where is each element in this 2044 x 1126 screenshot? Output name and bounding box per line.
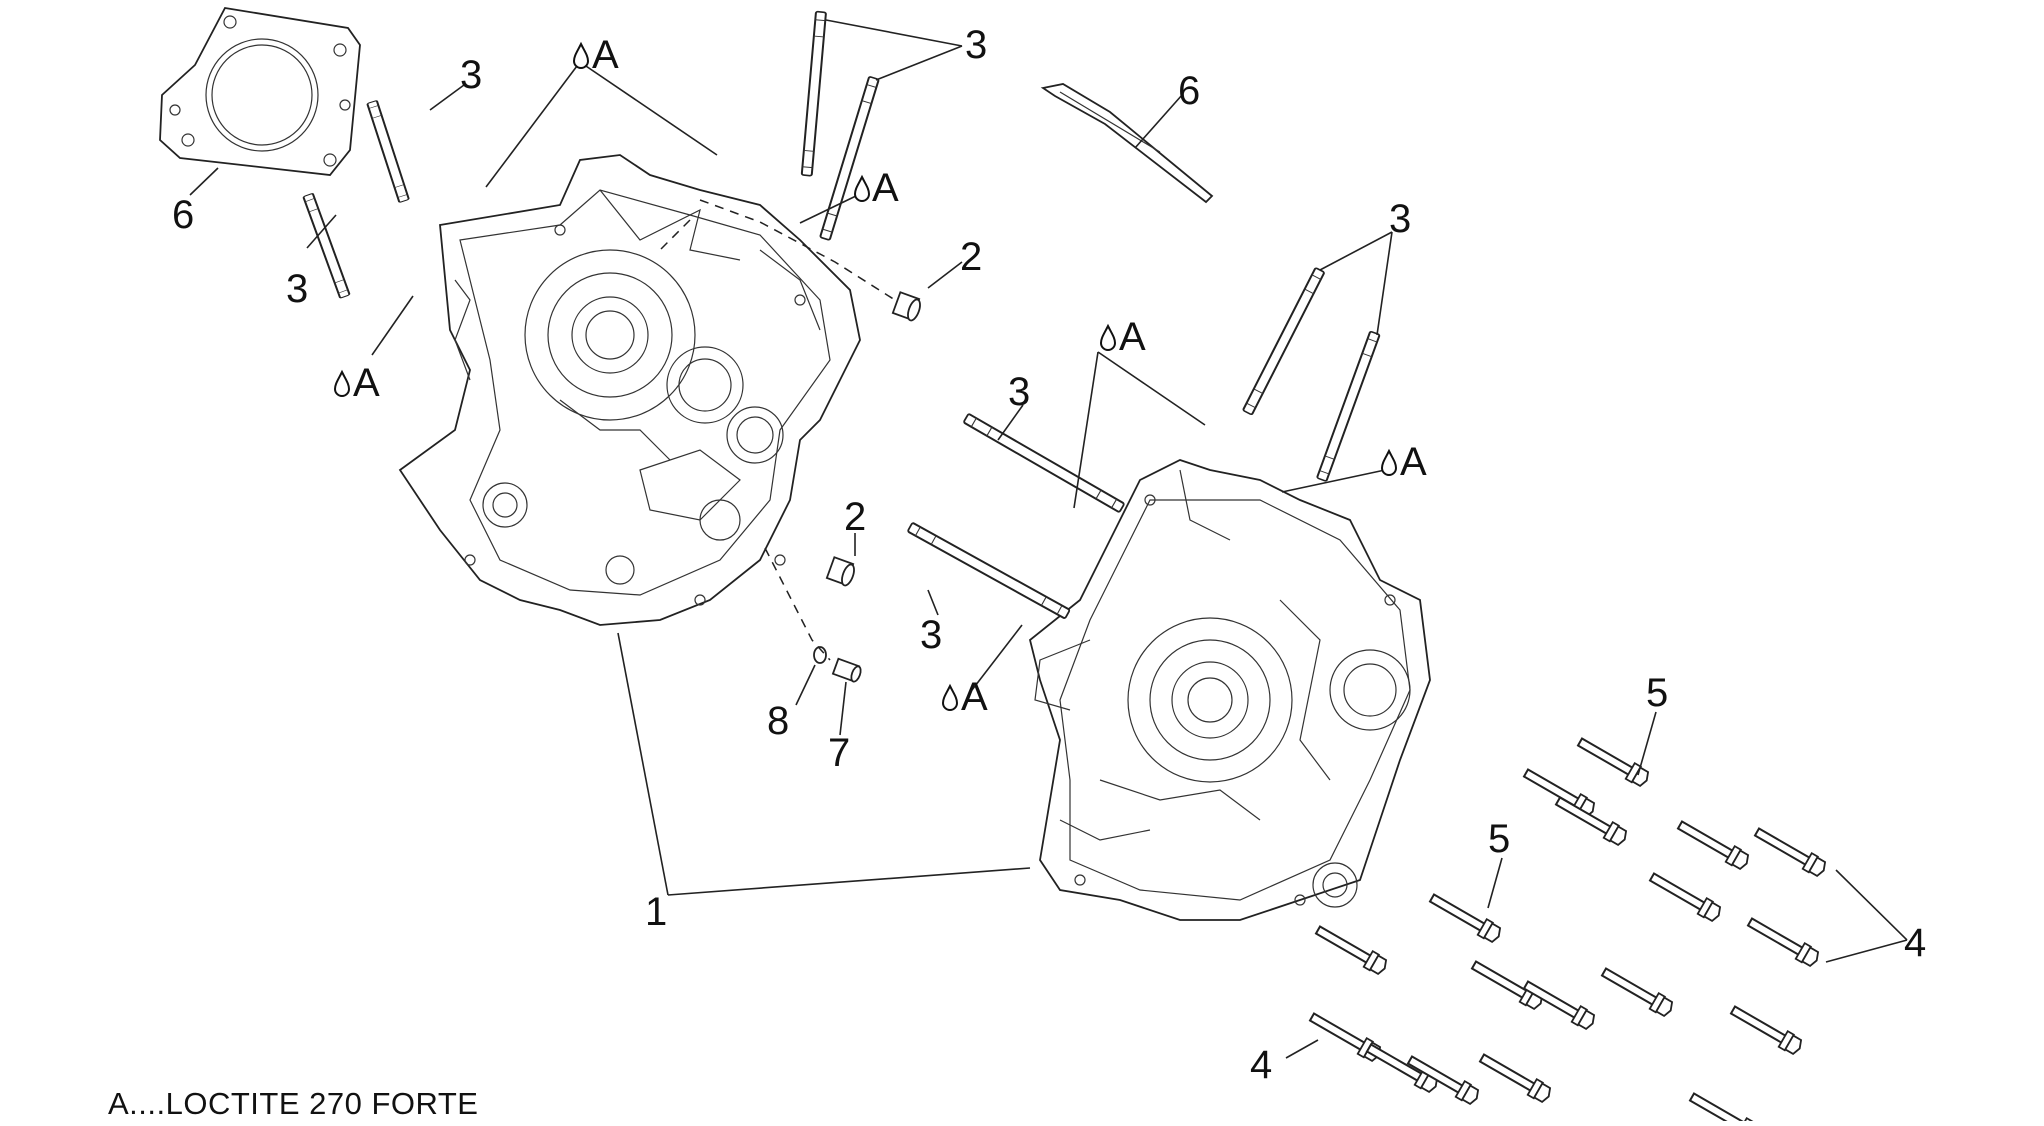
stud-top-2 xyxy=(819,75,880,242)
label-3-right: 3 xyxy=(1389,197,1411,241)
label-2-lower: 2 xyxy=(844,495,866,539)
o-ring xyxy=(813,646,827,664)
stud-left xyxy=(302,192,351,300)
label-4-right: 4 xyxy=(1904,921,1926,965)
left-crankcase-half xyxy=(398,154,861,626)
dowel-pin xyxy=(831,657,862,683)
alignment-dashes xyxy=(659,199,896,661)
stud-right-1 xyxy=(1241,266,1326,416)
label-5-upper: 5 xyxy=(1646,671,1668,715)
label-8: 8 xyxy=(767,699,789,743)
loctite-footnote: A....LOCTITE 270 FORTE xyxy=(108,1086,478,1121)
loctite-marker-middle-lower: A xyxy=(942,675,988,719)
label-3-left: 3 xyxy=(286,267,308,311)
loctite-marker-middle: A xyxy=(1100,315,1146,359)
svg-text:A: A xyxy=(872,166,899,210)
label-1: 1 xyxy=(645,890,667,934)
label-2-upper: 2 xyxy=(960,235,982,279)
label-5-lower: 5 xyxy=(1488,817,1510,861)
svg-text:A: A xyxy=(1119,315,1146,359)
stud-middle-2 xyxy=(906,521,1071,620)
label-3-middle-upper: 3 xyxy=(1008,370,1030,414)
svg-text:A: A xyxy=(1400,440,1427,484)
label-3-middle-lower: 3 xyxy=(920,613,942,657)
stud-top-1 xyxy=(800,10,827,177)
loctite-markers: A A A A A A xyxy=(334,33,1427,719)
label-4-lower-left: 4 xyxy=(1250,1043,1272,1087)
label-6-top-right: 6 xyxy=(1178,69,1200,113)
label-7: 7 xyxy=(828,731,850,775)
callouts: 6 3 3 3 6 2 2 3 3 3 8 7 1 5 5 4 4 xyxy=(172,23,1926,1087)
cylinder-gasket xyxy=(159,7,361,176)
bush-lower xyxy=(825,556,855,587)
loctite-marker-top-middle: A xyxy=(854,166,899,210)
right-crankcase-half xyxy=(1028,459,1431,921)
bush-upper xyxy=(891,291,921,322)
leader-lines xyxy=(189,19,1908,1059)
label-3-top: 3 xyxy=(965,23,987,67)
cylinder-gasket-edge xyxy=(1040,83,1214,204)
label-6-left: 6 xyxy=(172,193,194,237)
stud-right-2 xyxy=(1315,330,1381,483)
loctite-marker-right: A xyxy=(1381,440,1427,484)
loctite-marker-top-center: A xyxy=(573,33,619,77)
loctite-marker-left: A xyxy=(334,361,380,405)
label-3-upper-left: 3 xyxy=(460,53,482,97)
stud-middle-1 xyxy=(962,412,1126,514)
svg-text:A: A xyxy=(961,675,988,719)
svg-text:A: A xyxy=(353,361,380,405)
svg-text:A: A xyxy=(592,33,619,77)
stud-upper-left xyxy=(366,99,410,204)
